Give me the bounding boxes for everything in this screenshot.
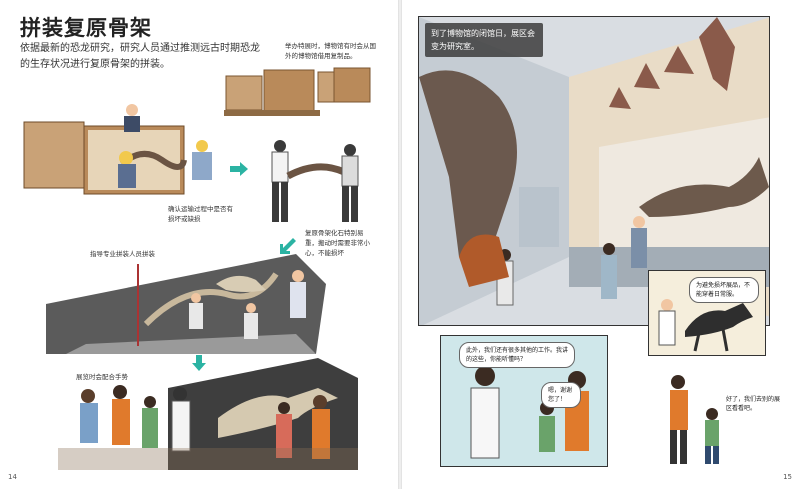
assembly-illustration xyxy=(46,254,326,354)
conversation-panel: 此外，我们还有很多其他的工作。我讲的这些，你能听懂吗？ 嗯，谢谢您了！ xyxy=(440,335,608,467)
speech-bubble-other-work: 此外，我们还有很多其他的工作。我讲的这些，你能听懂吗？ xyxy=(459,342,575,368)
speech-bubble-kid: 嗯，谢谢您了！ xyxy=(541,382,581,408)
arrow-right-icon xyxy=(230,162,248,176)
carrying-bones-illustration xyxy=(271,140,359,222)
page-number-right: 15 xyxy=(783,473,792,481)
speech-bubble-next: 好了，我们去别的展区看看吧。 xyxy=(726,396,781,412)
caption-fragile: 复原骨架化石特别易重，搬动时需要非常小心，不能损坏 xyxy=(305,229,370,257)
caption-help: 展览时会配合手势 xyxy=(76,373,128,381)
closed-day-sign: 到了博物馆的闭馆日，展区会变为研究室。 xyxy=(425,23,543,57)
caption-inspect: 确认运输过程中是否有损坏或缺损 xyxy=(168,205,233,223)
book-gutter xyxy=(398,0,402,489)
page-number-left: 14 xyxy=(8,473,17,481)
intro-text: 依据最新的恐龙研究，研究人员通过推测远古时期恐龙的生存状况进行复原骨架的拼装。 xyxy=(20,43,260,70)
left-page: 拼装复原骨架 依据最新的恐龙研究，研究人员通过推测远古时期恐龙的生存状况进行复原… xyxy=(0,0,398,489)
unpacking-illustration xyxy=(23,104,212,195)
exhibit-crowd-illustration xyxy=(58,358,358,470)
arrow-down-left-icon xyxy=(280,238,296,254)
caption-guide: 指导专业拼装人员拼装 xyxy=(90,250,155,258)
arrow-down-icon xyxy=(192,355,206,371)
crates-illustration xyxy=(224,67,371,116)
replica-inset-illustration xyxy=(658,299,753,352)
page-title: 拼装复原骨架 xyxy=(20,16,152,40)
caption-special-exhibit: 举办特展时，博物馆有时会从国外的博物馆借用复制品。 xyxy=(285,42,376,60)
next-area-illustration xyxy=(670,375,719,464)
replica-inset-panel: 为避免损坏展品，不能穿着日常服。 xyxy=(648,270,766,356)
right-page: 到了博物馆的闭馆日，展区会变为研究室。 为避免损坏展品，不能穿着日常服。 此外，… xyxy=(402,0,800,489)
speech-bubble-replica: 为避免损坏展品，不能穿着日常服。 xyxy=(689,277,759,303)
